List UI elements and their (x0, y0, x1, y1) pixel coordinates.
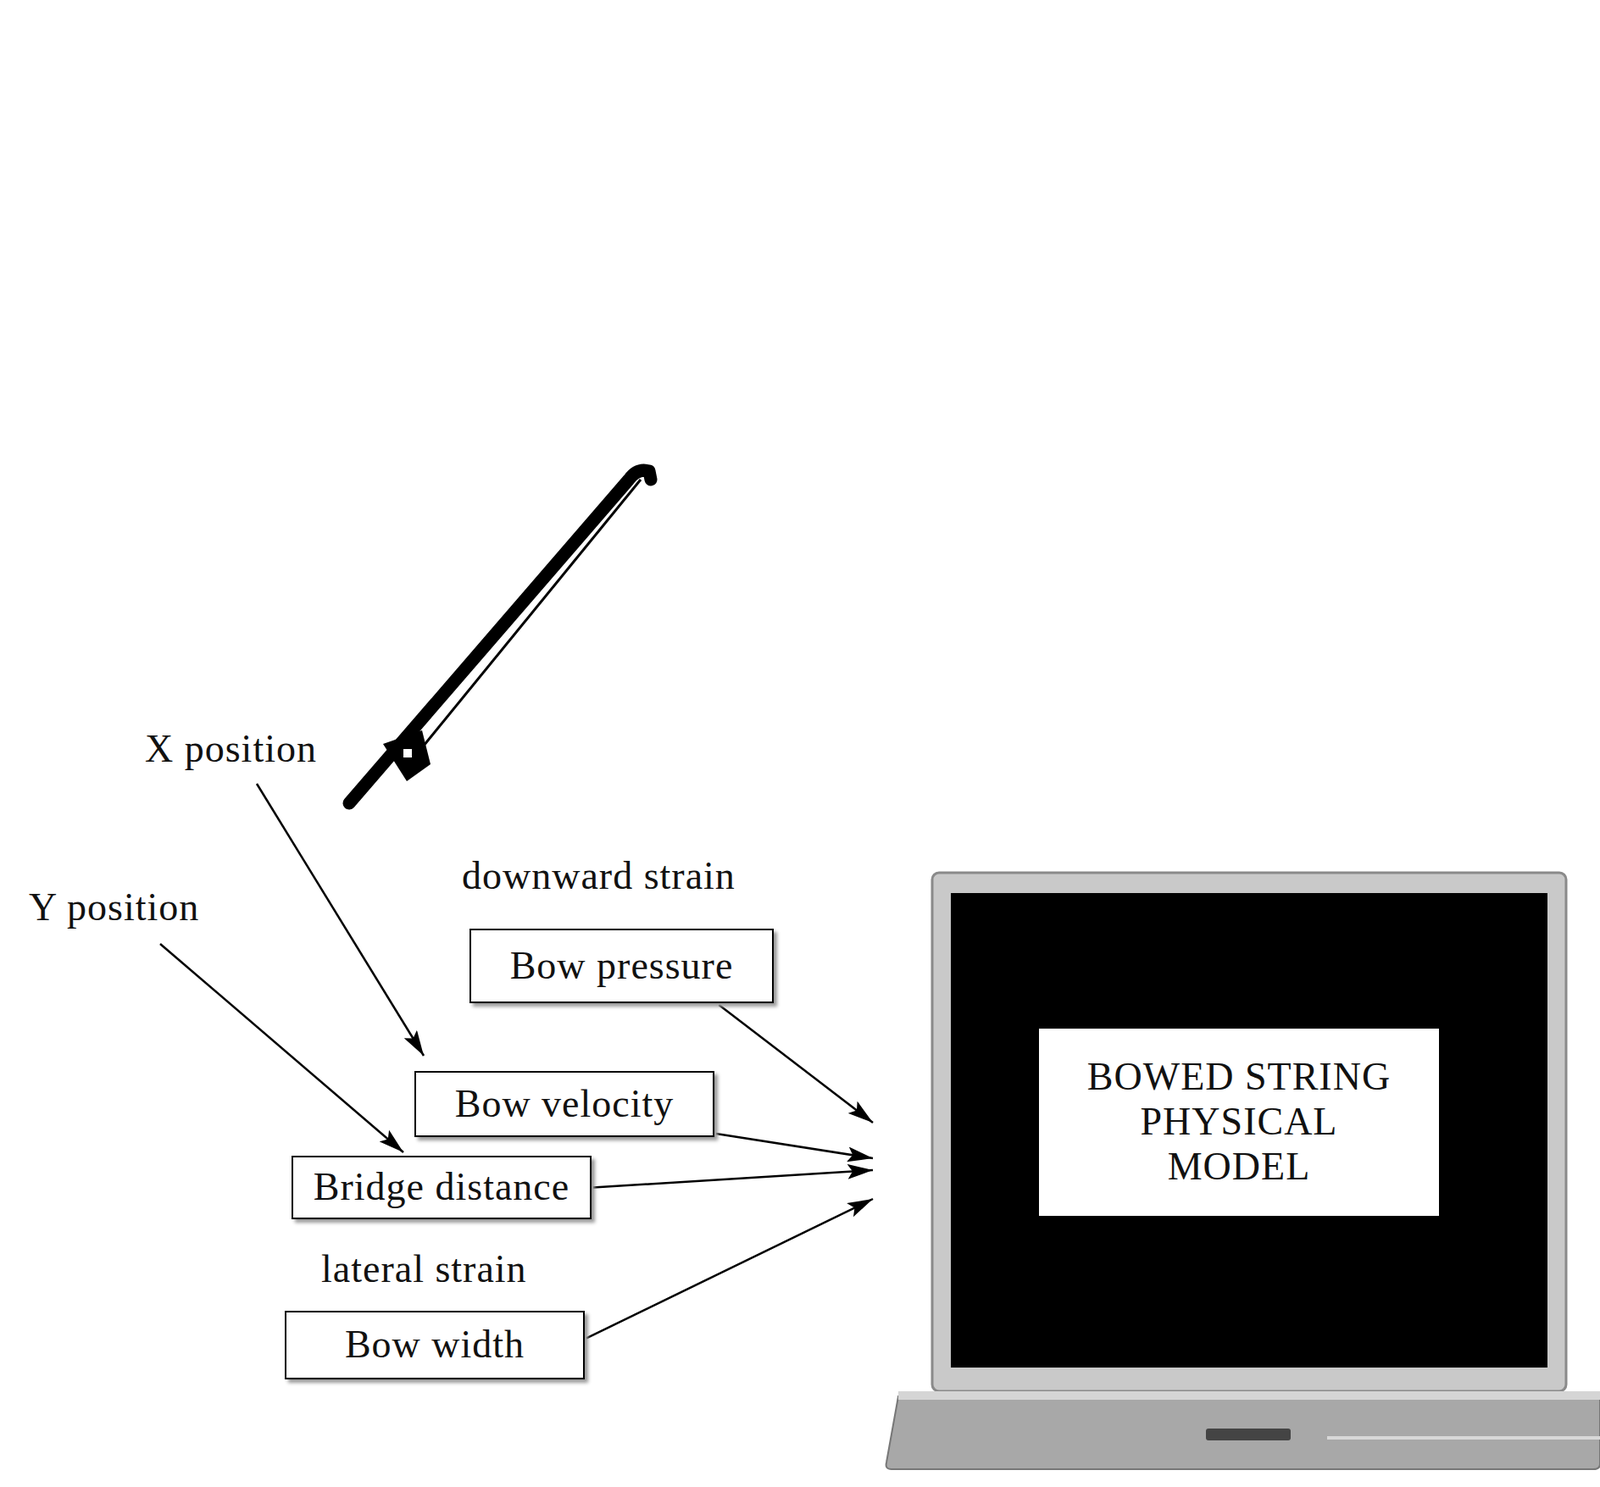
laptop-strip (1327, 1436, 1600, 1440)
laptop-base-top (898, 1391, 1600, 1400)
bow-stick (349, 470, 651, 804)
signal-label: X position (144, 727, 317, 773)
model-box: BOWED STRING PHYSICAL MODEL (1038, 1028, 1439, 1217)
input-arrow (586, 1199, 873, 1339)
leader-arrow (160, 944, 404, 1153)
input-arrow (716, 1133, 873, 1159)
box-label: Bow width (344, 1322, 525, 1368)
signal-label: downward strain (461, 854, 736, 900)
bow-frog-eye (403, 749, 412, 758)
laptop-slot (1205, 1428, 1291, 1441)
box-label: Bow pressure (510, 944, 734, 989)
signal-label: Y position (28, 885, 200, 931)
laptop-screen (950, 893, 1548, 1368)
parameter-box: Bow width (284, 1311, 585, 1380)
leader-arrow (256, 783, 424, 1056)
box-label: Bow velocity (455, 1082, 675, 1128)
box-label: Bridge distance (313, 1165, 570, 1211)
laptop-base (886, 1396, 1600, 1470)
parameter-box: Bow velocity (414, 1071, 715, 1138)
signal-label: lateral strain (321, 1247, 528, 1293)
input-arrow (593, 1170, 873, 1189)
parameter-box: Bow pressure (469, 928, 774, 1004)
laptop-lid (932, 872, 1567, 1392)
input-arrow (718, 1005, 873, 1123)
bow-hair (423, 479, 641, 746)
parameter-box: Bridge distance (291, 1155, 592, 1220)
bow-frog (383, 730, 431, 782)
box-label: BOWED STRING PHYSICAL MODEL (1069, 1055, 1409, 1190)
